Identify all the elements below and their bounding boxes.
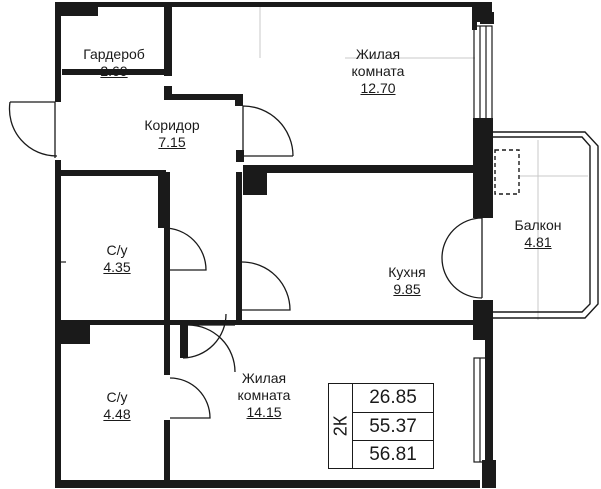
door-kitchen <box>241 261 291 311</box>
door-corridor-left <box>8 101 58 157</box>
room-balcony: Балкон 4.81 <box>515 217 562 251</box>
room-area: 4.48 <box>103 406 131 422</box>
room-area: 2.69 <box>100 63 128 79</box>
room-name: Кухня <box>388 264 426 280</box>
guide-lines <box>259 4 588 320</box>
room-name: Балкон <box>514 217 562 233</box>
room-living-1: Жилая комната 12.70 <box>352 46 405 97</box>
room-bathroom-1: С/у 4.35 <box>103 242 130 276</box>
room-area: 14.15 <box>246 404 282 420</box>
window-room-2 <box>473 357 493 463</box>
room-area: 7.15 <box>158 134 186 150</box>
walls <box>55 2 496 488</box>
room-name-line-1: Жилая <box>241 370 287 386</box>
windows <box>473 25 493 463</box>
apartment-type: 2К <box>330 415 350 437</box>
room-kitchen: Кухня 9.85 <box>388 264 425 298</box>
room-name: Коридор <box>144 117 200 133</box>
room-living-2: Жилая комната 14.15 <box>238 370 291 421</box>
room-name: Гардероб <box>83 46 145 62</box>
room-corridor: Коридор 7.15 <box>144 117 199 151</box>
room-name-line-2: комната <box>237 387 291 403</box>
room-name-line-2: комната <box>351 63 405 79</box>
room-name: С/у <box>106 242 128 258</box>
door-room-1 <box>242 105 294 158</box>
living-area-cell: 26.85 <box>353 384 433 413</box>
room-area: 4.35 <box>103 259 131 275</box>
balcony <box>493 131 599 319</box>
room-wardrobe: Гардероб 2.69 <box>83 46 145 80</box>
door-room-2 <box>187 324 236 373</box>
room-area: 4.81 <box>524 234 552 250</box>
room-area: 12.70 <box>360 80 396 96</box>
total-area-cell: 55.37 <box>353 413 433 442</box>
door-bath-1 <box>163 227 207 271</box>
room-bathroom-2: С/у 4.48 <box>103 389 130 423</box>
total-with-balcony-cell: 56.81 <box>369 444 417 466</box>
door-bath-2 <box>169 377 211 419</box>
area-summary-table: 2К 26.85 55.37 56.81 <box>328 383 434 469</box>
window-room-1 <box>473 25 493 121</box>
doors <box>8 101 483 419</box>
room-area: 9.85 <box>393 281 421 297</box>
room-name: С/у <box>106 389 128 405</box>
apartment-type-cell: 2К <box>329 384 353 468</box>
room-name-line-1: Жилая <box>355 46 401 62</box>
